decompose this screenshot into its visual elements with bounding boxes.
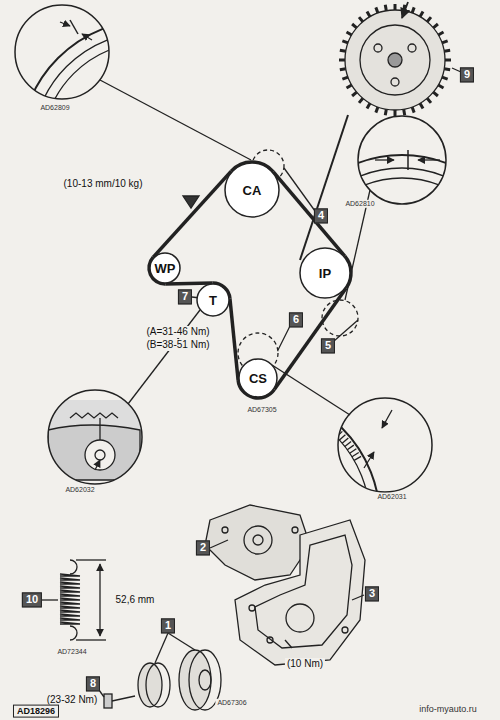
spec-text: (10 Nm) — [285, 658, 325, 670]
pulley-name: CA — [243, 183, 262, 198]
figure-code: AD62031 — [375, 493, 408, 501]
spec-text: (10-13 mm/10 kg) — [62, 178, 145, 190]
callout-number: 8 — [86, 676, 100, 691]
figure-code: AD67306 — [215, 699, 248, 707]
pulley-name: IP — [319, 266, 331, 281]
callout-number: 4 — [314, 208, 328, 223]
figure-code: AD62809 — [38, 104, 71, 112]
callout-number: 1 — [161, 618, 175, 633]
spec-text: 52,6 mm — [114, 594, 157, 606]
figure-code: AD62810 — [343, 200, 376, 208]
pulley: WP — [149, 252, 181, 284]
pulley: T — [196, 283, 230, 317]
pulley: CA — [224, 162, 280, 218]
callout-number: 3 — [365, 586, 379, 601]
figure-code: AD67305 — [245, 406, 278, 414]
tool-sprocket — [300, 2, 461, 260]
figure-code: AD62032 — [63, 486, 96, 494]
figure-code: AD72344 — [55, 648, 88, 656]
pulley-bolt — [99, 690, 135, 708]
pulley-name: CS — [249, 371, 267, 386]
callout-number: 9 — [460, 67, 474, 82]
pulley: IP — [299, 247, 351, 299]
pulley: CS — [238, 358, 278, 398]
tension-mark — [183, 196, 199, 208]
callout-number: 7 — [178, 289, 192, 304]
zoom-injection-pump — [277, 116, 500, 405]
callout-number: 6 — [289, 312, 303, 327]
crank-pulley — [138, 633, 221, 710]
pulley-name: WP — [155, 261, 176, 276]
callout-number: 2 — [196, 540, 210, 555]
zoom-camshaft — [15, 5, 280, 280]
timing-belt — [230, 298, 238, 380]
figure-code: AD18296 — [13, 705, 59, 718]
timing-belt — [153, 171, 231, 257]
callout-number: 5 — [321, 338, 335, 353]
pulley-name: T — [209, 293, 217, 308]
tensioner-spring — [42, 560, 106, 640]
spec-text: (B=38-51 Nm) — [144, 339, 211, 351]
water-pump — [205, 505, 310, 580]
spec-text: (A=31-46 Nm) — [144, 326, 211, 338]
timing-cover — [235, 520, 365, 665]
callout-number: 10 — [22, 592, 42, 607]
timing-belt — [273, 172, 344, 256]
timing-belt — [274, 288, 346, 390]
watermark: info-myauto.ru — [417, 704, 479, 715]
